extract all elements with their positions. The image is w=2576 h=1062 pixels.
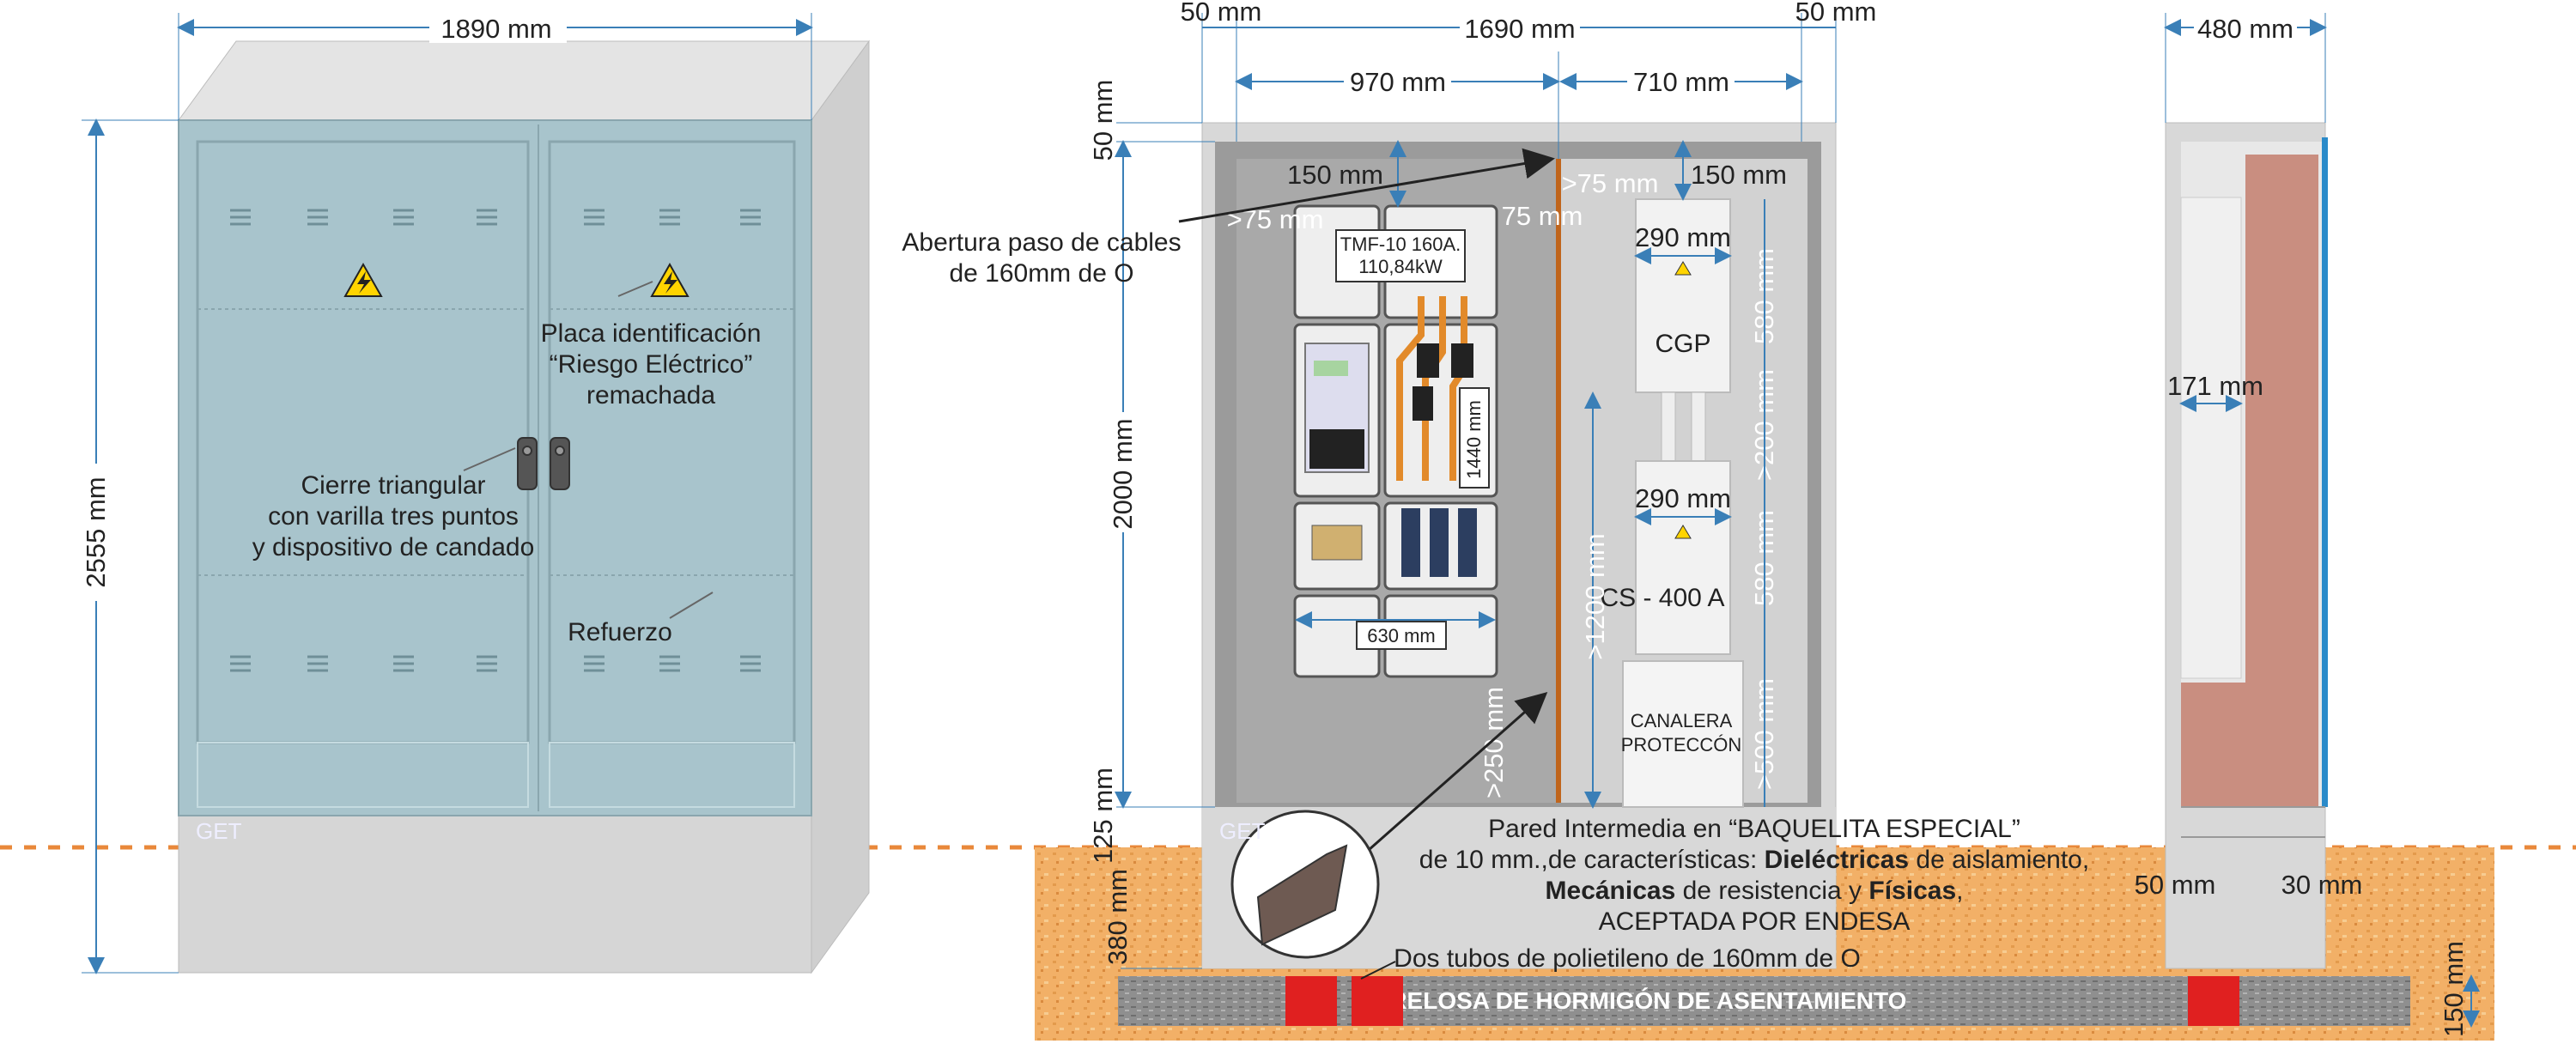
label-pared-line3: Mecánicas de resistencia y Físicas, xyxy=(1546,877,1964,905)
label-placa-line1: Placa identificación xyxy=(541,319,762,348)
label-cierre-line3: y dispositivo de candado xyxy=(252,533,535,561)
cable-tube xyxy=(1285,976,1337,1026)
label-abertura-line1: Abertura paso de cables xyxy=(902,228,1181,257)
dim-150-side: 150 mm xyxy=(2439,941,2469,1037)
dim-2000: 2000 mm xyxy=(1108,418,1138,529)
label-cierre-line2: con varilla tres puntos xyxy=(268,502,519,531)
label-tmf-line1: TMF-10 160A. xyxy=(1340,234,1461,255)
interior-view: PRELOSA DE HORMIGÓN DE ASENTAMIENTO xyxy=(902,0,2494,1041)
label-prelosa: PRELOSA DE HORMIGÓN DE ASENTAMIENTO xyxy=(1374,987,1907,1014)
pared-line3-c: Físicas xyxy=(1868,877,1956,905)
side-door-edge xyxy=(2322,137,2328,807)
warning-icon xyxy=(343,262,383,297)
label-cs: CS - 400 A xyxy=(1600,584,1724,612)
pared-line2-b: Dieléctricas xyxy=(1765,846,1909,874)
side-view: 480 mm 171 mm 50 mm 30 mm 150 mm xyxy=(2135,12,2480,1037)
label-canalera-line1: CANALERA xyxy=(1631,710,1733,731)
cgp-box xyxy=(1635,198,1731,393)
pared-line2-c: de aislamiento, xyxy=(1909,846,2089,874)
warning-icon xyxy=(650,262,690,297)
pared-line3-d: , xyxy=(1956,877,1963,905)
dim-630: 630 mm xyxy=(1367,625,1435,646)
dim-380: 380 mm xyxy=(1103,869,1133,965)
label-abertura-line2: de 160mm de O xyxy=(949,259,1133,288)
intermediate-wall xyxy=(1556,159,1561,803)
dim-290-cgp: 290 mm xyxy=(1635,222,1731,252)
label-refuerzo: Refuerzo xyxy=(568,618,672,646)
label-placa-line3: remachada xyxy=(586,381,715,410)
label-pared-line4: ACEPTADA POR ENDESA xyxy=(1599,907,1911,936)
front-view: 1890 mm 2555 mm Placa identificación “Ri… xyxy=(81,12,870,974)
canalera-box xyxy=(1622,660,1744,808)
dim-970: 970 mm xyxy=(1350,67,1446,97)
label-cgp: CGP xyxy=(1655,330,1710,358)
label-placa-line2: “Riesgo Eléctrico” xyxy=(550,350,753,379)
dim-gt75-right: >75 mm xyxy=(1562,168,1659,198)
dim-125: 125 mm xyxy=(1088,768,1118,864)
pared-line3-a: Mecánicas xyxy=(1546,877,1676,905)
dim-1440: 1440 mm xyxy=(1463,400,1485,479)
dim-150-left: 150 mm xyxy=(1287,160,1383,190)
dim-gt250: >250 mm xyxy=(1479,687,1509,798)
dim-290-cs: 290 mm xyxy=(1635,483,1731,513)
label-canalera-line2: PROTECCÓN xyxy=(1621,734,1742,756)
dim-gt75-left: >75 mm xyxy=(1227,204,1324,234)
meter-modules xyxy=(1293,204,1498,678)
dim-150-right: 150 mm xyxy=(1691,160,1787,190)
dim-480: 480 mm xyxy=(2197,14,2293,44)
label-pared-line2: de 10 mm.,de características: Dieléctric… xyxy=(1419,846,2089,874)
front-width-dim: 1890 mm xyxy=(440,14,551,44)
dim-710: 710 mm xyxy=(1633,67,1729,97)
front-height-dim: 2555 mm xyxy=(81,476,111,587)
label-tubos: Dos tubos de polietileno de 160mm de O xyxy=(1394,944,1861,973)
vent-slots-top xyxy=(230,209,761,226)
label-tmf-line2: 110,84kW xyxy=(1358,256,1443,277)
vent-slots-bottom xyxy=(230,655,761,672)
pared-line3-b: de resistencia y xyxy=(1675,877,1868,905)
cable-tube xyxy=(1352,976,1403,1026)
dim-75: 75 mm xyxy=(1502,201,1583,231)
dim-1690: 1690 mm xyxy=(1464,14,1575,44)
front-door-panel xyxy=(178,119,812,816)
dim-50-top: 50 mm xyxy=(1088,80,1118,161)
dim-30-side: 30 mm xyxy=(2281,870,2363,900)
brand-logo-front: GET xyxy=(196,818,242,844)
cs-box xyxy=(1635,460,1731,655)
label-pared-line1: Pared Intermedia en “BAQUELITA ESPECIAL” xyxy=(1488,815,2020,843)
pared-line2-a: de 10 mm.,de características: xyxy=(1419,846,1765,874)
dim-50-left: 50 mm xyxy=(1181,0,1262,27)
cable-tube xyxy=(2188,976,2239,1026)
brand-logo-interior: GET xyxy=(1219,818,1266,844)
dim-50-side: 50 mm xyxy=(2135,870,2216,900)
dim-gt1200: >1200 mm xyxy=(1580,533,1610,659)
label-cierre-line1: Cierre triangular xyxy=(301,471,485,500)
dim-171: 171 mm xyxy=(2167,371,2263,401)
door-handle-icon xyxy=(517,437,570,490)
dim-50-right: 50 mm xyxy=(1795,0,1877,27)
